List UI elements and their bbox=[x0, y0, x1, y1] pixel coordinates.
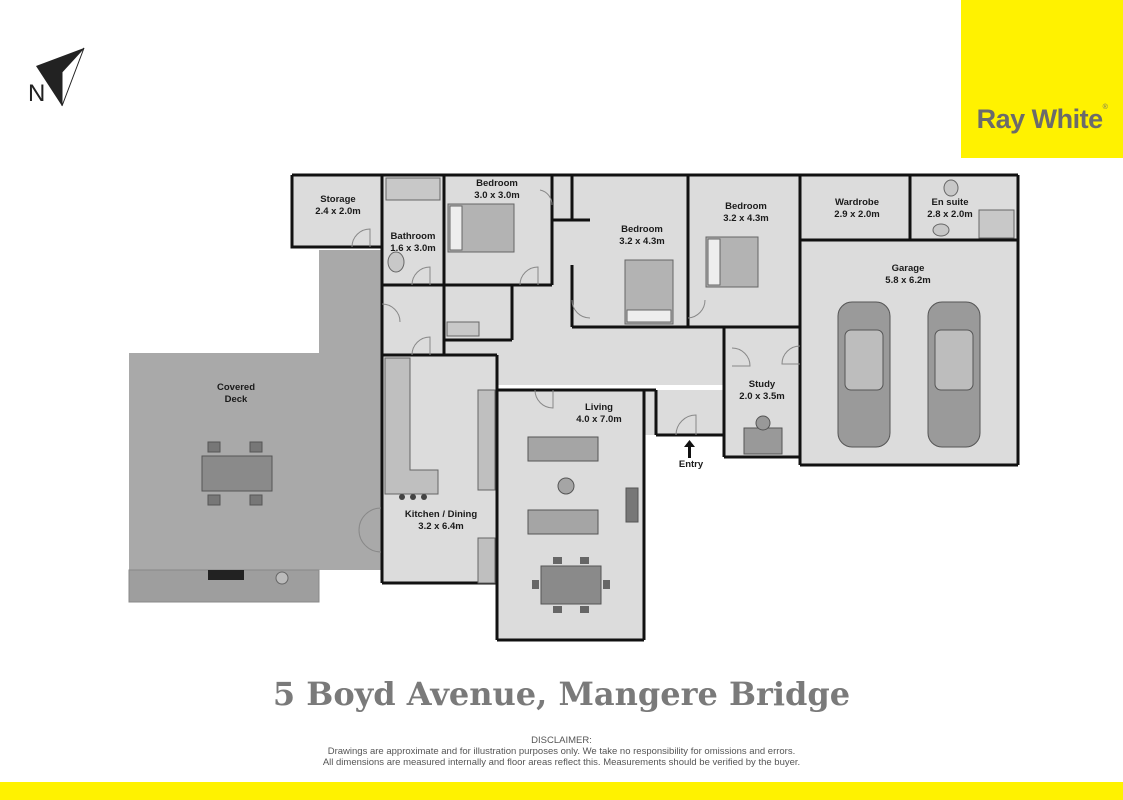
door-swings bbox=[351, 189, 801, 553]
compass-letter: N bbox=[28, 80, 46, 107]
deck-bbq bbox=[208, 570, 244, 580]
kitchen-fittings bbox=[384, 357, 496, 584]
brand-logo: Ray White® bbox=[976, 104, 1108, 134]
pillows bbox=[449, 205, 721, 323]
walls bbox=[290, 173, 1020, 642]
footer-bar bbox=[0, 782, 1123, 800]
car-left bbox=[837, 301, 891, 448]
brand-panel: Ray White® bbox=[961, 0, 1123, 158]
deck-sink bbox=[275, 571, 289, 585]
entry-label: Entry bbox=[678, 459, 704, 470]
kitchen-stools bbox=[399, 494, 427, 500]
living-furniture bbox=[527, 436, 639, 605]
disclaimer-line-2: All dimensions are measured internally a… bbox=[322, 757, 801, 768]
entry-arrow-icon bbox=[684, 440, 695, 458]
bath-fittings bbox=[385, 177, 1015, 337]
north-arrow-icon bbox=[36, 47, 85, 107]
disclaimer-line-1: Drawings are approximate and for illustr… bbox=[327, 746, 796, 757]
property-address: 5 Boyd Avenue, Mangere Bridge bbox=[272, 675, 851, 713]
disclaimer-heading: DISCLAIMER: bbox=[531, 735, 592, 746]
dining-chairs bbox=[532, 557, 610, 613]
covered-deck bbox=[129, 250, 381, 602]
study-desk bbox=[743, 415, 783, 455]
deck-chairs bbox=[207, 441, 263, 506]
deck-table bbox=[201, 455, 273, 492]
car-right bbox=[927, 301, 981, 448]
